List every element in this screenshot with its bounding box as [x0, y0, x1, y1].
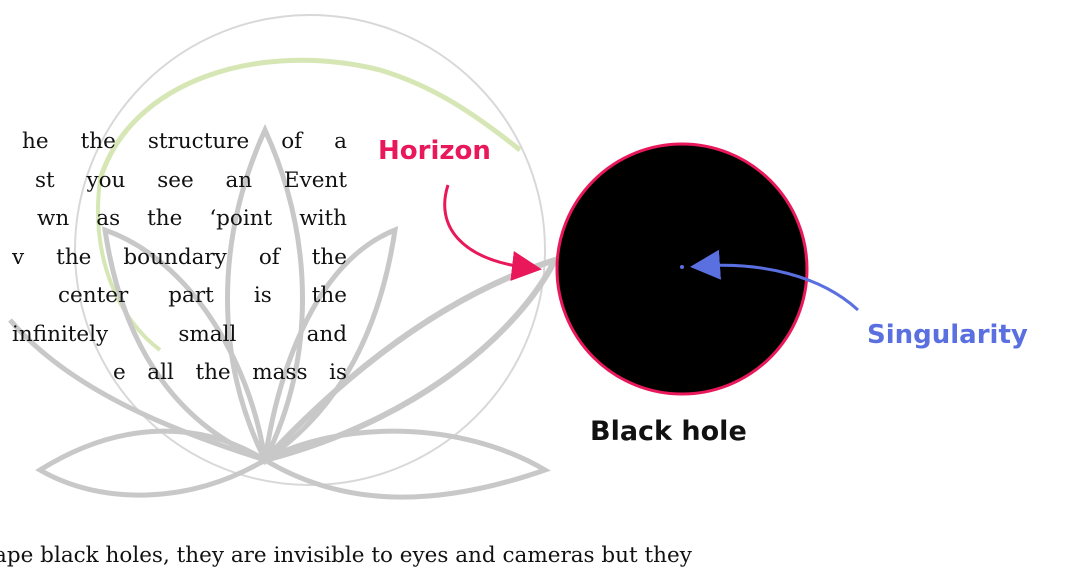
singularity-dot	[680, 265, 684, 269]
horizon-label: Horizon	[378, 136, 491, 166]
bottom-text-line: cape black holes, they are invisible to …	[0, 543, 692, 568]
singularity-label: Singularity	[867, 320, 1028, 350]
black-hole-label: Black hole	[590, 416, 747, 447]
horizon-arrow	[445, 185, 530, 268]
bottom-text: cape black holes, they are invisible to …	[0, 543, 692, 568]
